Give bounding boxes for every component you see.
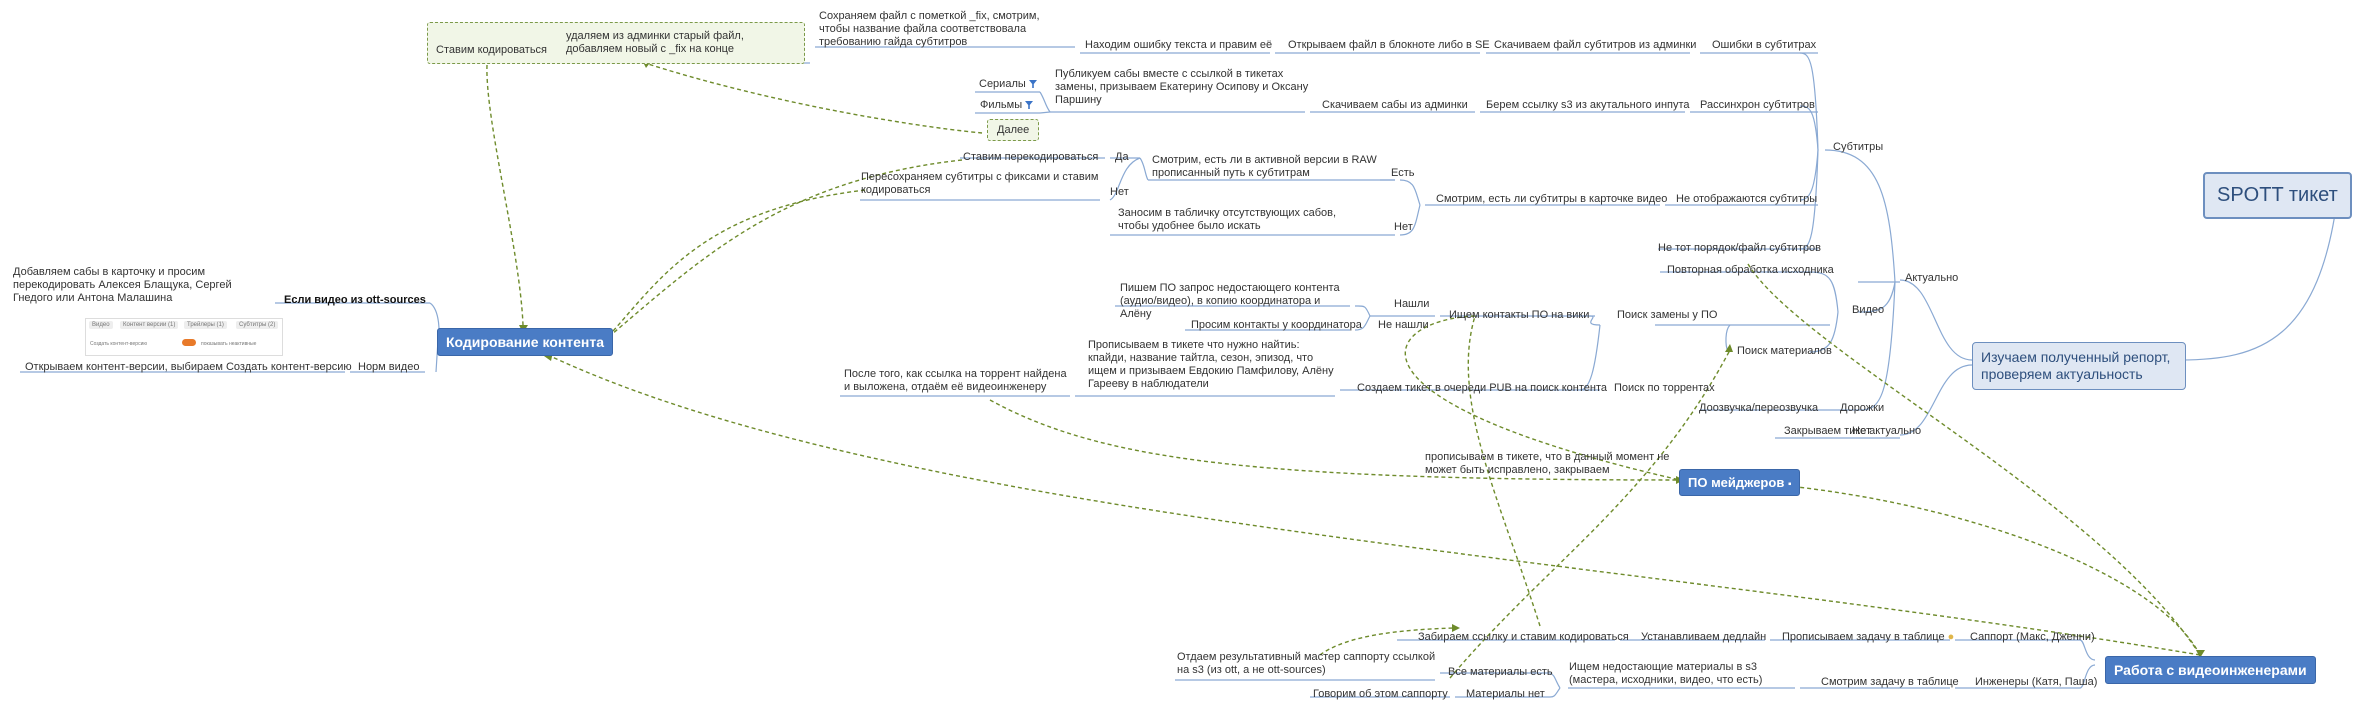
root-connector xyxy=(2179,192,2339,361)
sub-desync-node[interactable]: Рассинхрон субтитров xyxy=(1700,99,1815,111)
sub-publish-node[interactable]: Публикуем сабы вместе с ссылкой в тикета… xyxy=(1055,68,1309,106)
sub-exists-node[interactable]: Есть xyxy=(1391,167,1415,179)
pin-icon: ● xyxy=(1947,631,1955,643)
encode-group-box xyxy=(427,22,805,64)
engineers-node[interactable]: Работа с видеоинженерами xyxy=(2105,656,2316,684)
eng-check-table-node[interactable]: Смотрим задачу в таблице xyxy=(1821,676,1959,688)
sub-check-raw-node[interactable]: Смотрим, есть ли в активной версии в RAW… xyxy=(1152,154,1377,179)
actual-node[interactable]: Актуально xyxy=(1905,272,1959,284)
mini-create-label: Создать контент-версию xyxy=(90,341,148,347)
encoding-if-ott-node[interactable]: Если видео из ott-sources xyxy=(284,294,426,306)
subtitles-node[interactable]: Субтитры xyxy=(1833,141,1884,153)
video-search-node[interactable]: Поиск материалов xyxy=(1737,345,1832,357)
mini-tab: Трейлеры (1) xyxy=(184,321,227,329)
sub-download-subs-node[interactable]: Скачиваем сабы из админки xyxy=(1322,99,1468,111)
eng-support-node[interactable]: Саппорт (Макс, Дженни) xyxy=(1970,631,2095,643)
content-version-screenshot: Видео Контент версии (1) Трейлеры (1) Су… xyxy=(85,318,283,356)
video-write-pub-node[interactable]: Прописываем в тикете что нужно найтиь: к… xyxy=(1088,339,1334,390)
sub-none-node[interactable]: Нет xyxy=(1394,221,1413,233)
video-after-found-node[interactable]: После того, как ссылка на торрент найден… xyxy=(844,368,1067,393)
sub-save-fix-node[interactable]: Сохраняем файл с пометкой _fix, смотрим,… xyxy=(819,10,1040,48)
encoding-node[interactable]: Кодирование контента xyxy=(437,328,614,356)
eng-look-s3-node[interactable]: Ищем недостающие материалы в s3 (мастера… xyxy=(1569,661,1763,686)
video-reprocess-node[interactable]: Повторная обработка исходника xyxy=(1667,264,1834,276)
video-not-found-node[interactable]: Не нашли xyxy=(1378,319,1429,331)
note-icon: ▪ xyxy=(1787,479,1792,490)
sub-yes-node[interactable]: Да xyxy=(1115,151,1129,163)
video-cannot-fix-node[interactable]: прописываем в тикете, что в данный момен… xyxy=(1425,451,1670,476)
video-node[interactable]: Видео xyxy=(1852,304,1885,316)
eng-return-master-node[interactable]: Отдаем результативный мастер саппорту сс… xyxy=(1177,651,1436,676)
sub-check-card-node[interactable]: Смотрим, есть ли субтитры в карточке вид… xyxy=(1436,193,1668,205)
root-node[interactable]: SPOTT тикет xyxy=(2203,172,2352,219)
main-step-node[interactable]: Изучаем полученный репорт, проверяем акт… xyxy=(1972,342,2186,390)
sub-open-notepad-node[interactable]: Открываем файл в блокноте либо в SE xyxy=(1288,39,1490,51)
mini-inactive-label: показывать неактивные xyxy=(201,341,257,347)
encoding-add-subs-node[interactable]: Добавляем сабы в карточку и просим перек… xyxy=(13,266,232,304)
filter-icon xyxy=(1025,101,1034,109)
eng-pick-link-node[interactable]: Забираем ссылку и ставим кодироваться xyxy=(1418,631,1629,643)
eng-tell-support-node[interactable]: Говорим об этом саппорту xyxy=(1313,688,1448,700)
eng-all-there-node[interactable]: Все материалы есть xyxy=(1448,666,1553,678)
sub-download-admin-node[interactable]: Скачиваем файл субтитров из админки xyxy=(1494,39,1697,51)
sub-films-node[interactable]: Фильмы xyxy=(980,99,1034,112)
mini-toggle xyxy=(182,339,196,346)
mini-tab: Контент версии (1) xyxy=(120,321,179,329)
eng-missing-node[interactable]: Материалы нет xyxy=(1466,688,1545,700)
close-ticket-node[interactable]: Закрываем тикет xyxy=(1784,425,1872,437)
sub-no-node[interactable]: Нет xyxy=(1110,186,1129,198)
sub-find-error-node[interactable]: Находим ошибку текста и правим её xyxy=(1085,39,1273,51)
dashed-link xyxy=(486,64,524,326)
sub-set-reencode-node[interactable]: Ставим перекодироваться xyxy=(963,151,1099,163)
tracks-node[interactable]: Дорожки xyxy=(1840,402,1885,414)
sub-replace-old-node[interactable]: удаляем из админки старый файл, добавляе… xyxy=(566,30,744,55)
mini-tab: Видео xyxy=(89,321,113,329)
video-search-po-node[interactable]: Поиск замены у ПО xyxy=(1617,309,1718,321)
next-box xyxy=(987,119,1039,141)
video-found-node[interactable]: Нашли xyxy=(1394,298,1430,310)
sub-wrong-order-node[interactable]: Не тот порядок/файл субтитров xyxy=(1658,242,1821,254)
encoding-open-versions-node[interactable]: Открываем контент-версии, выбираем Созда… xyxy=(25,361,352,373)
filter-icon xyxy=(1028,80,1037,88)
video-ask-coord-node[interactable]: Просим контакты у координатора xyxy=(1191,319,1362,331)
sub-resave-node[interactable]: Пересохраняем субтитры с фиксами и стави… xyxy=(861,171,1099,196)
dubbing-node[interactable]: Доозвучка/переозвучка xyxy=(1699,402,1819,414)
mini-tab: Субтитры (2) xyxy=(236,321,279,329)
video-request-po-node[interactable]: Пишем ПО запрос недостающего контента (а… xyxy=(1120,282,1340,320)
sub-errors-node[interactable]: Ошибки в субтитрах xyxy=(1712,39,1817,51)
sub-take-s3-node[interactable]: Берем ссылку s3 из акутального инпута xyxy=(1486,99,1690,111)
video-search-torrent-node[interactable]: Поиск по торрентах xyxy=(1614,382,1715,394)
sub-not-shown-node[interactable]: Не отображаются субтитры xyxy=(1676,193,1818,205)
video-find-contacts-node[interactable]: Ищем контакты ПО на вики xyxy=(1449,309,1590,321)
not-actual-node[interactable]: Не актуально xyxy=(1852,425,1922,437)
encoding-norm-node[interactable]: Норм видео xyxy=(358,361,420,373)
sub-next-node[interactable]: Далее xyxy=(997,124,1030,136)
eng-engineers-node[interactable]: Инженеры (Катя, Паша) xyxy=(1975,676,2098,688)
po-managers-node[interactable]: ПО мейджеров ▪ xyxy=(1679,469,1801,496)
video-create-pub-node[interactable]: Создаем тикет в очереди PUB на поиск кон… xyxy=(1357,382,1607,394)
sub-series-node[interactable]: Сериалы xyxy=(979,78,1037,91)
eng-write-table-node[interactable]: Прописываем задачу в таблице ● xyxy=(1782,631,1955,643)
sub-set-encoding-node[interactable]: Ставим кодироваться xyxy=(436,44,548,56)
eng-set-deadline-node[interactable]: Устанавливаем дедлайн xyxy=(1641,631,1767,643)
sub-enter-table-node[interactable]: Заносим в табличку отсутствующих сабов, … xyxy=(1118,207,1337,232)
